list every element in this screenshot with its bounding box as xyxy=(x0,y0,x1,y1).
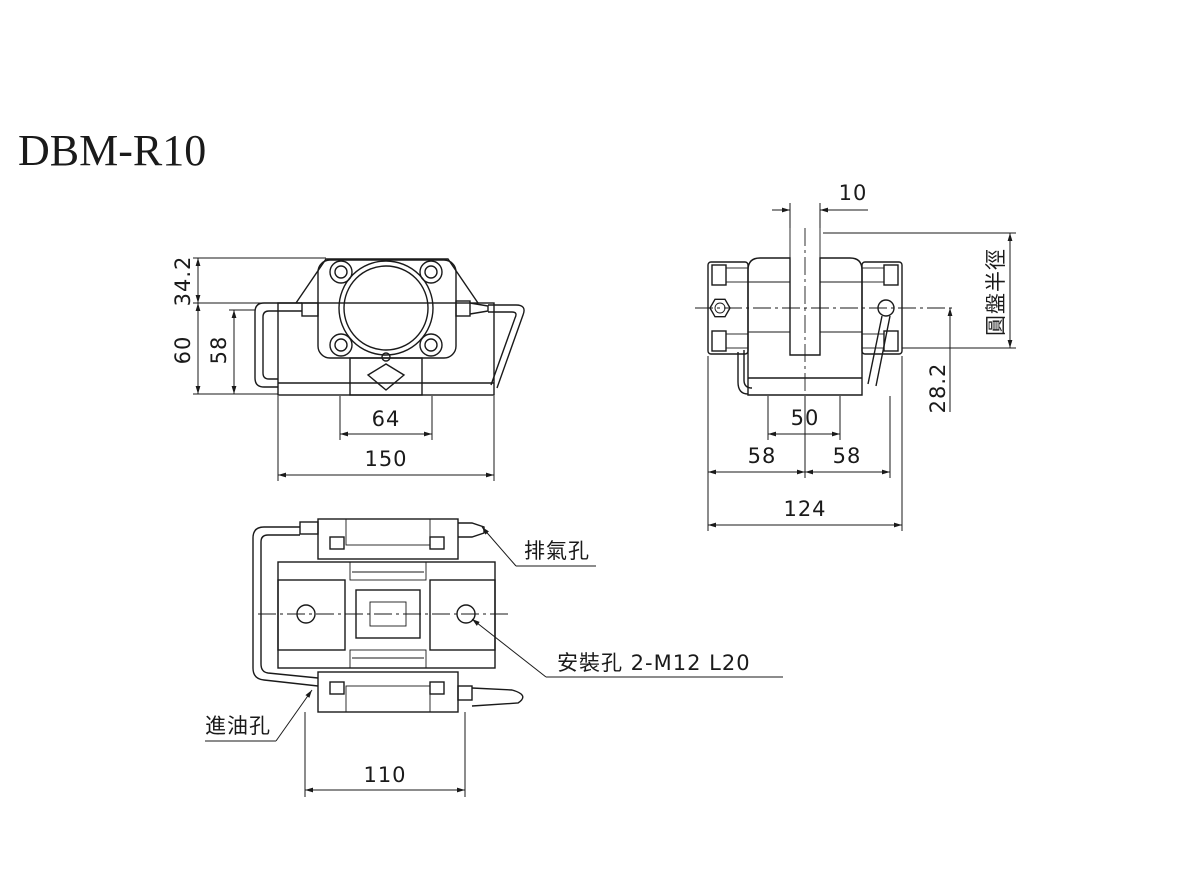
lower-block-detail xyxy=(366,363,406,391)
dim-right-half: 58 xyxy=(833,444,862,468)
dim-center-height: 28.2 xyxy=(926,363,950,414)
plan-view-leaders xyxy=(205,526,783,742)
dim-hole-spacing: 110 xyxy=(363,763,406,787)
dim-base-inner: 64 xyxy=(372,407,401,431)
cylinder-inner xyxy=(343,265,429,351)
oil-pipe-inner xyxy=(260,534,319,679)
bolt-icon xyxy=(419,333,443,357)
plan-view-geometry-line xyxy=(349,649,427,669)
lower-housing xyxy=(277,302,495,396)
return-pipe-outer xyxy=(488,304,525,389)
dim-total-width: 124 xyxy=(783,497,826,521)
dim-left-half: 58 xyxy=(748,444,777,468)
dim-base-width: 150 xyxy=(364,447,407,471)
left-pad-block xyxy=(277,579,346,651)
inlet-fitting xyxy=(301,302,319,317)
side-view-geometry-line xyxy=(737,352,749,395)
dim-disc-thickness: 10 xyxy=(839,181,868,205)
return-pipe-inner xyxy=(488,311,517,386)
bolt-icon xyxy=(299,521,319,535)
oil-pipe-left-inner xyxy=(262,310,302,380)
dim-total-height: 60 xyxy=(171,336,195,365)
side-view-geometry xyxy=(707,228,903,396)
dim-inner-width: 50 xyxy=(791,406,820,430)
bolt-icon xyxy=(329,536,345,550)
bolt-icon xyxy=(424,338,438,352)
breather-icon xyxy=(381,352,391,362)
plan-view-dimensions xyxy=(304,712,466,797)
plan-view: 排氣孔 安裝孔 2-M12 L20 進油孔 110 xyxy=(205,518,783,797)
label-vent-hole: 排氣孔 xyxy=(524,539,590,563)
right-pad-block xyxy=(429,579,496,651)
front-view: 34.2 60 58 64 150 xyxy=(171,256,525,481)
vent-fitting xyxy=(458,522,485,538)
plan-view-leaders-line xyxy=(275,689,313,742)
dim-disc-radius: 圓盤半徑 xyxy=(984,248,1008,336)
side-view-geometry-line xyxy=(875,315,891,387)
side-view-geometry-line xyxy=(725,333,749,349)
bolt-icon xyxy=(883,264,899,286)
upper-cylinder-assembly xyxy=(317,518,459,560)
oil-pipe-outer xyxy=(252,526,319,687)
return-pipe xyxy=(471,687,524,707)
plan-view-geometry-line xyxy=(349,561,427,581)
lower-block xyxy=(349,357,423,396)
vent-fitting-tip xyxy=(469,302,489,315)
caliper-body xyxy=(277,561,496,669)
bolt-icon xyxy=(711,264,727,286)
oil-fitting xyxy=(457,685,473,701)
plan-view-geometry-line xyxy=(345,518,431,546)
bolt-icon xyxy=(424,265,438,279)
plan-view-geometry-line xyxy=(345,685,431,713)
front-view-geometry xyxy=(254,258,525,396)
cylinder-outer xyxy=(338,260,434,356)
front-view-dimensions xyxy=(193,257,495,481)
lower-cylinder-assembly xyxy=(317,671,459,713)
plan-view-geometry xyxy=(252,518,524,713)
vent-fitting xyxy=(455,300,471,317)
plan-view-leaders-line xyxy=(481,526,517,567)
dim-mount-height: 58 xyxy=(207,336,231,365)
side-view-geometry-line xyxy=(861,333,885,349)
plan-view-leaders-line xyxy=(471,618,547,678)
side-view-geometry-line xyxy=(725,267,749,283)
bolt-icon xyxy=(334,338,348,352)
bolt-icon xyxy=(711,330,727,352)
bolt-icon xyxy=(419,260,443,284)
side-pipe xyxy=(867,315,883,385)
bolt-icon xyxy=(329,681,345,695)
bolt-icon xyxy=(429,681,445,695)
upper-housing xyxy=(295,258,479,304)
side-view-dimensions xyxy=(707,203,1016,531)
bolt-icon xyxy=(334,265,348,279)
bolt-icon xyxy=(429,536,445,550)
bolt-icon xyxy=(329,333,353,357)
side-view: 10 圓盤半徑 28.2 50 58 58 124 xyxy=(695,181,1016,531)
label-oil-inlet: 進油孔 xyxy=(205,714,271,738)
label-mount-hole: 安裝孔 2-M12 L20 xyxy=(557,651,751,675)
drawing-title: DBM-R10 xyxy=(18,126,206,175)
side-oil-pipe xyxy=(743,350,753,389)
side-view-geometry-line xyxy=(861,267,885,283)
dim-upper-height: 34.2 xyxy=(171,256,195,307)
bolt-icon xyxy=(329,260,353,284)
